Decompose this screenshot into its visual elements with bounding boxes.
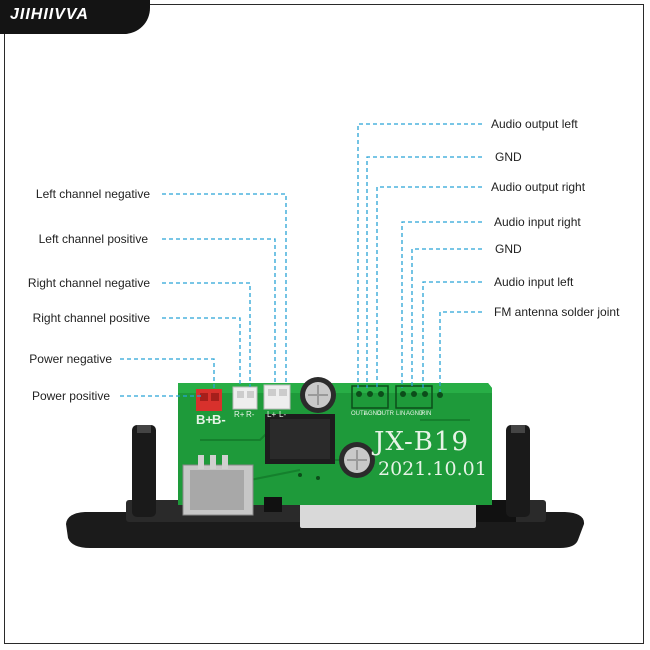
- power-connector: [196, 389, 222, 411]
- left-mount-post: [132, 425, 156, 517]
- leader-lines: [120, 123, 482, 397]
- silk-b-plus: B+: [196, 412, 213, 427]
- silk-outr: OUTR: [377, 411, 394, 417]
- silk-r-plus: R+: [234, 410, 245, 419]
- left-speaker-connector: [263, 384, 291, 410]
- silk-r-minus: R-: [246, 410, 255, 419]
- brand-logo-text: JIIHIIVVA: [10, 6, 89, 23]
- right-mount-post: [506, 425, 530, 517]
- label-audio-output-right: Audio output right: [491, 180, 586, 194]
- silk-b-minus: B-: [212, 412, 226, 427]
- sd-card-slot: [300, 500, 476, 528]
- board-model: JX-B19: [374, 427, 469, 457]
- silk-lin: LIN: [396, 411, 406, 417]
- silk-l-plus: L+: [267, 410, 277, 419]
- ir-receiver: [264, 497, 282, 512]
- board-date: 2021.10.01: [378, 458, 487, 480]
- brand-badge: JIIHIIVVA: [0, 0, 150, 34]
- label-right-channel-negative: Right channel negative: [27, 276, 150, 290]
- silk-l-minus: L-: [279, 410, 287, 419]
- image-frame: [4, 4, 644, 644]
- audio-output-pads: [351, 385, 389, 409]
- label-power-negative: Power negative: [29, 352, 112, 366]
- capacitor-center: [339, 442, 375, 478]
- label-left-channel-positive: Left channel positive: [38, 232, 148, 246]
- label-gnd-input: GND: [495, 242, 522, 256]
- label-fm-antenna-solder-joint: FM antenna solder joint: [494, 305, 620, 319]
- label-left-channel-negative: Left channel negative: [35, 187, 150, 201]
- front-panel: [66, 500, 585, 548]
- right-speaker-connector: [232, 386, 258, 410]
- label-audio-input-right: Audio input right: [494, 215, 581, 229]
- silk-agnd-in: AGND: [406, 411, 424, 417]
- silk-agnd-out: AGND: [364, 411, 382, 417]
- label-audio-output-left: Audio output left: [491, 117, 578, 131]
- audio-input-pads: [395, 385, 433, 409]
- label-right-channel-positive: Right channel positive: [32, 311, 150, 325]
- label-power-positive: Power positive: [31, 389, 110, 403]
- usb-port: [182, 455, 254, 516]
- capacitor-top: [300, 377, 336, 413]
- silk-outl: OUTL: [351, 411, 368, 417]
- label-gnd-output: GND: [495, 150, 522, 164]
- silk-rin: RIN: [421, 411, 432, 417]
- label-audio-input-left: Audio input left: [494, 275, 574, 289]
